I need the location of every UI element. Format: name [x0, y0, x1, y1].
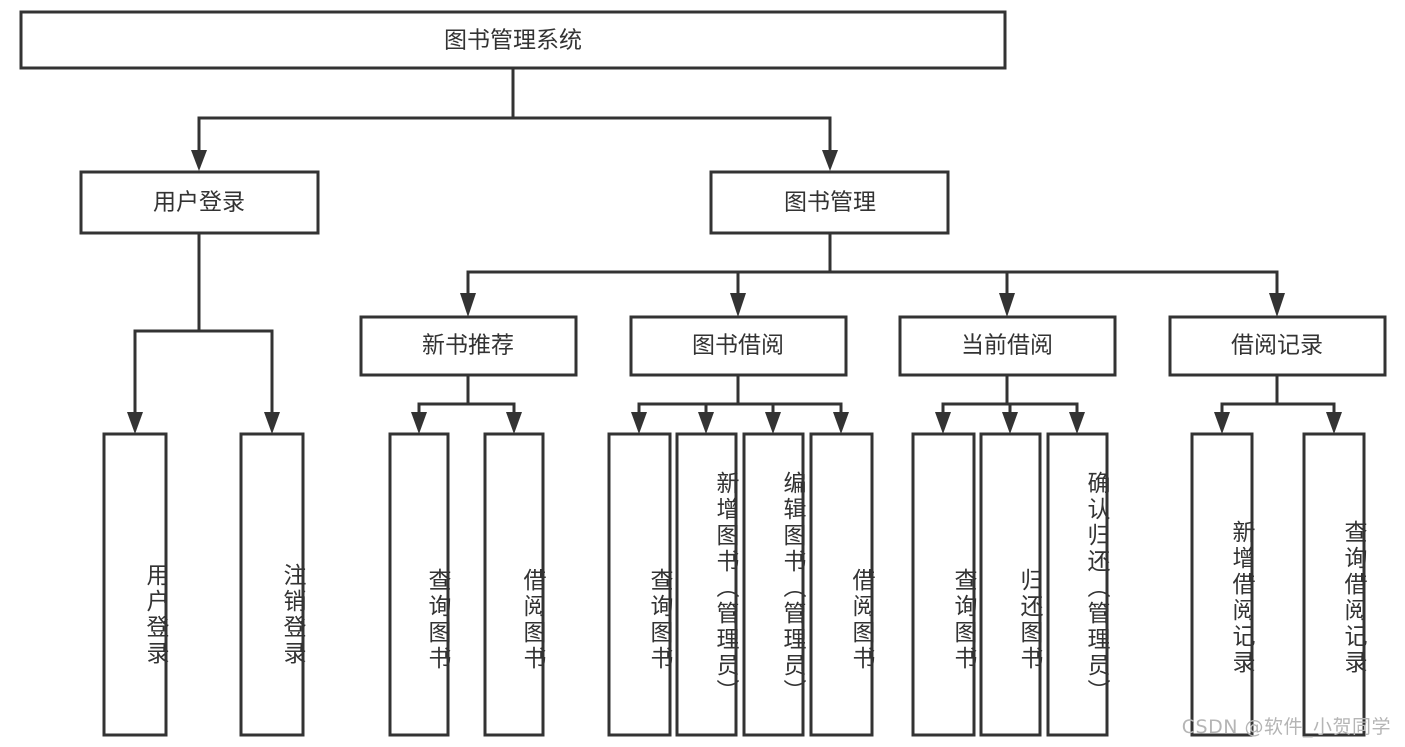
node-new-book-recommend[interactable]: 新书推荐: [359, 315, 578, 377]
node-user-login-label: 用户登录: [153, 190, 245, 216]
node-borrow-record[interactable]: 借阅记录: [1168, 315, 1387, 377]
node-book-borrow-box[interactable]: [629, 315, 848, 377]
leaf-box-book-borrow-4[interactable]: [809, 432, 874, 737]
arrow-head-book-borrow: [730, 293, 746, 317]
node-book-borrow-label: 图书借阅: [692, 333, 784, 359]
arrow-head-leaf-user-login-2: [264, 412, 280, 434]
node-book-borrow[interactable]: 图书借阅: [629, 315, 848, 377]
node-book-manage-box[interactable]: [709, 170, 950, 235]
arrow-head-leaf-new-book-1: [411, 412, 427, 434]
connectors-group: [127, 66, 1342, 434]
arrow-head-leaf-borrow-record-2: [1326, 412, 1342, 434]
node-user-login-box[interactable]: [79, 170, 320, 235]
node-current-borrow[interactable]: 当前借阅: [898, 315, 1117, 377]
leaf-box-current-borrow-3[interactable]: [1046, 432, 1109, 737]
node-new-book-recommend-label: 新书推荐: [422, 333, 514, 359]
arrow-head-leaf-current-borrow-2: [1002, 412, 1018, 434]
node-book-manage-label: 图书管理: [784, 190, 876, 216]
node-root-label: 图书管理系统: [444, 28, 582, 54]
leaf-box-book-borrow-2[interactable]: [675, 432, 738, 737]
leaf-box-current-borrow-1[interactable]: [911, 432, 976, 737]
arrow-head-leaf-current-borrow-1: [935, 412, 951, 434]
arrow-head-new-book: [460, 293, 476, 317]
leaf-box-user-login-2[interactable]: [239, 432, 305, 737]
node-root-box[interactable]: [19, 10, 1007, 70]
arrow-head-leaf-borrow-record-1: [1214, 412, 1230, 434]
arrow-head-book-manage: [822, 150, 838, 171]
arrow-head-current-borrow: [999, 293, 1015, 317]
arrow-head-leaf-new-book-2: [506, 412, 522, 434]
node-current-borrow-box[interactable]: [898, 315, 1117, 377]
arrow-head-leaf-book-borrow-3: [765, 412, 781, 434]
arrow-head-leaf-book-borrow-2: [698, 412, 714, 434]
node-borrow-record-box[interactable]: [1168, 315, 1387, 377]
node-new-book-recommend-box[interactable]: [359, 315, 578, 377]
leaf-box-borrow-record-2[interactable]: [1302, 432, 1366, 737]
arrow-head-leaf-book-borrow-1: [631, 412, 647, 434]
csdn-watermark: CSDN @软件_小贺同学: [1181, 716, 1391, 738]
leaf-box-current-borrow-2[interactable]: [979, 432, 1042, 737]
arrow-head-user-login: [191, 150, 207, 171]
leaf-box-new-book-2[interactable]: [483, 432, 545, 737]
arrow-head-borrow-record: [1269, 293, 1285, 317]
arrow-head-leaf-user-login-1: [127, 412, 143, 434]
node-user-login[interactable]: 用户登录: [79, 170, 320, 235]
arrow-head-leaf-current-borrow-3: [1069, 412, 1085, 434]
node-root[interactable]: 图书管理系统: [19, 10, 1007, 70]
node-current-borrow-label: 当前借阅: [961, 333, 1053, 359]
leaf-box-book-borrow-1[interactable]: [607, 432, 672, 737]
node-borrow-record-label: 借阅记录: [1231, 333, 1323, 359]
leaf-box-book-borrow-3[interactable]: [742, 432, 805, 737]
arrow-head-leaf-book-borrow-4: [833, 412, 849, 434]
node-book-manage[interactable]: 图书管理: [709, 170, 950, 235]
leaf-box-new-book-1[interactable]: [388, 432, 450, 737]
leaf-box-borrow-record-1[interactable]: [1190, 432, 1254, 737]
leaf-box-user-login-1[interactable]: [102, 432, 168, 737]
